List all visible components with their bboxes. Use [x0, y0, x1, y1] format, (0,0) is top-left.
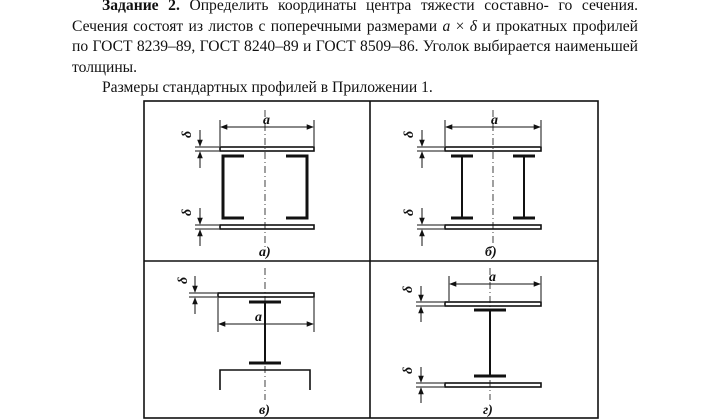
dim-delta-label: δ	[180, 209, 195, 216]
dim-a-label: a	[489, 270, 496, 285]
caption-b: б)	[485, 245, 497, 260]
channel-right-a	[286, 154, 309, 220]
ibeam-v	[249, 300, 281, 365]
task-title: Задание 2.	[102, 0, 180, 14]
section-g: a δ δ г)	[401, 268, 542, 418]
task-line-4: ГОСТ 8509–86. Уголок выбирается наименьш…	[72, 38, 638, 76]
ibeam-g	[474, 308, 506, 378]
section-b: a δ δ б)	[402, 110, 542, 260]
dim-delta-label: δ	[176, 277, 191, 284]
plate-top-g	[444, 301, 542, 307]
task-line-3: и прокатных профилей по ГОСТ 8239–89, ГО…	[72, 17, 639, 56]
plate-top-b	[444, 146, 542, 152]
dim-delta-label: δ	[402, 209, 417, 216]
plate-bottom-b	[444, 224, 542, 230]
caption-v: в)	[259, 403, 270, 418]
ibeam-right-b	[513, 154, 535, 220]
dim-delta-label: δ	[180, 131, 195, 138]
ibeam-left-b	[451, 154, 473, 220]
dim-a-label: a	[255, 310, 262, 325]
dim-a-label: a	[491, 113, 498, 128]
plate-bottom-a	[219, 224, 315, 230]
channel-v	[219, 369, 311, 390]
task-var-delta: δ	[469, 17, 477, 35]
dim-a-label: a	[263, 113, 270, 128]
channel-left-a	[221, 154, 244, 220]
task-reference: Размеры стандартных профилей в Приложени…	[102, 79, 433, 96]
task-times-sign: ×	[455, 17, 465, 35]
section-a: a δ δ а)	[180, 110, 315, 260]
task-var-a: a	[442, 17, 451, 35]
task-paragraph: Задание 2. Определить координаты центра …	[72, 0, 638, 78]
caption-g: г)	[483, 403, 493, 418]
sections-figure: a δ δ а)	[143, 100, 599, 419]
task-text: Задание 2. Определить координаты центра …	[72, 0, 638, 99]
dim-delta-label: δ	[402, 131, 417, 138]
plate-top-v	[217, 292, 315, 298]
task-line-2: го сечения. Сечения состоят из листов с …	[72, 0, 639, 35]
plate-bottom-g	[444, 382, 542, 388]
caption-a: а)	[259, 245, 271, 260]
figure-frame	[143, 100, 599, 419]
plate-top-a	[219, 146, 315, 152]
dim-delta-label: δ	[401, 286, 416, 293]
section-v: a δ в)	[176, 268, 315, 418]
dim-delta-label: δ	[401, 367, 416, 374]
task-line-1: Определить координаты центра тяжести сос…	[189, 0, 549, 14]
